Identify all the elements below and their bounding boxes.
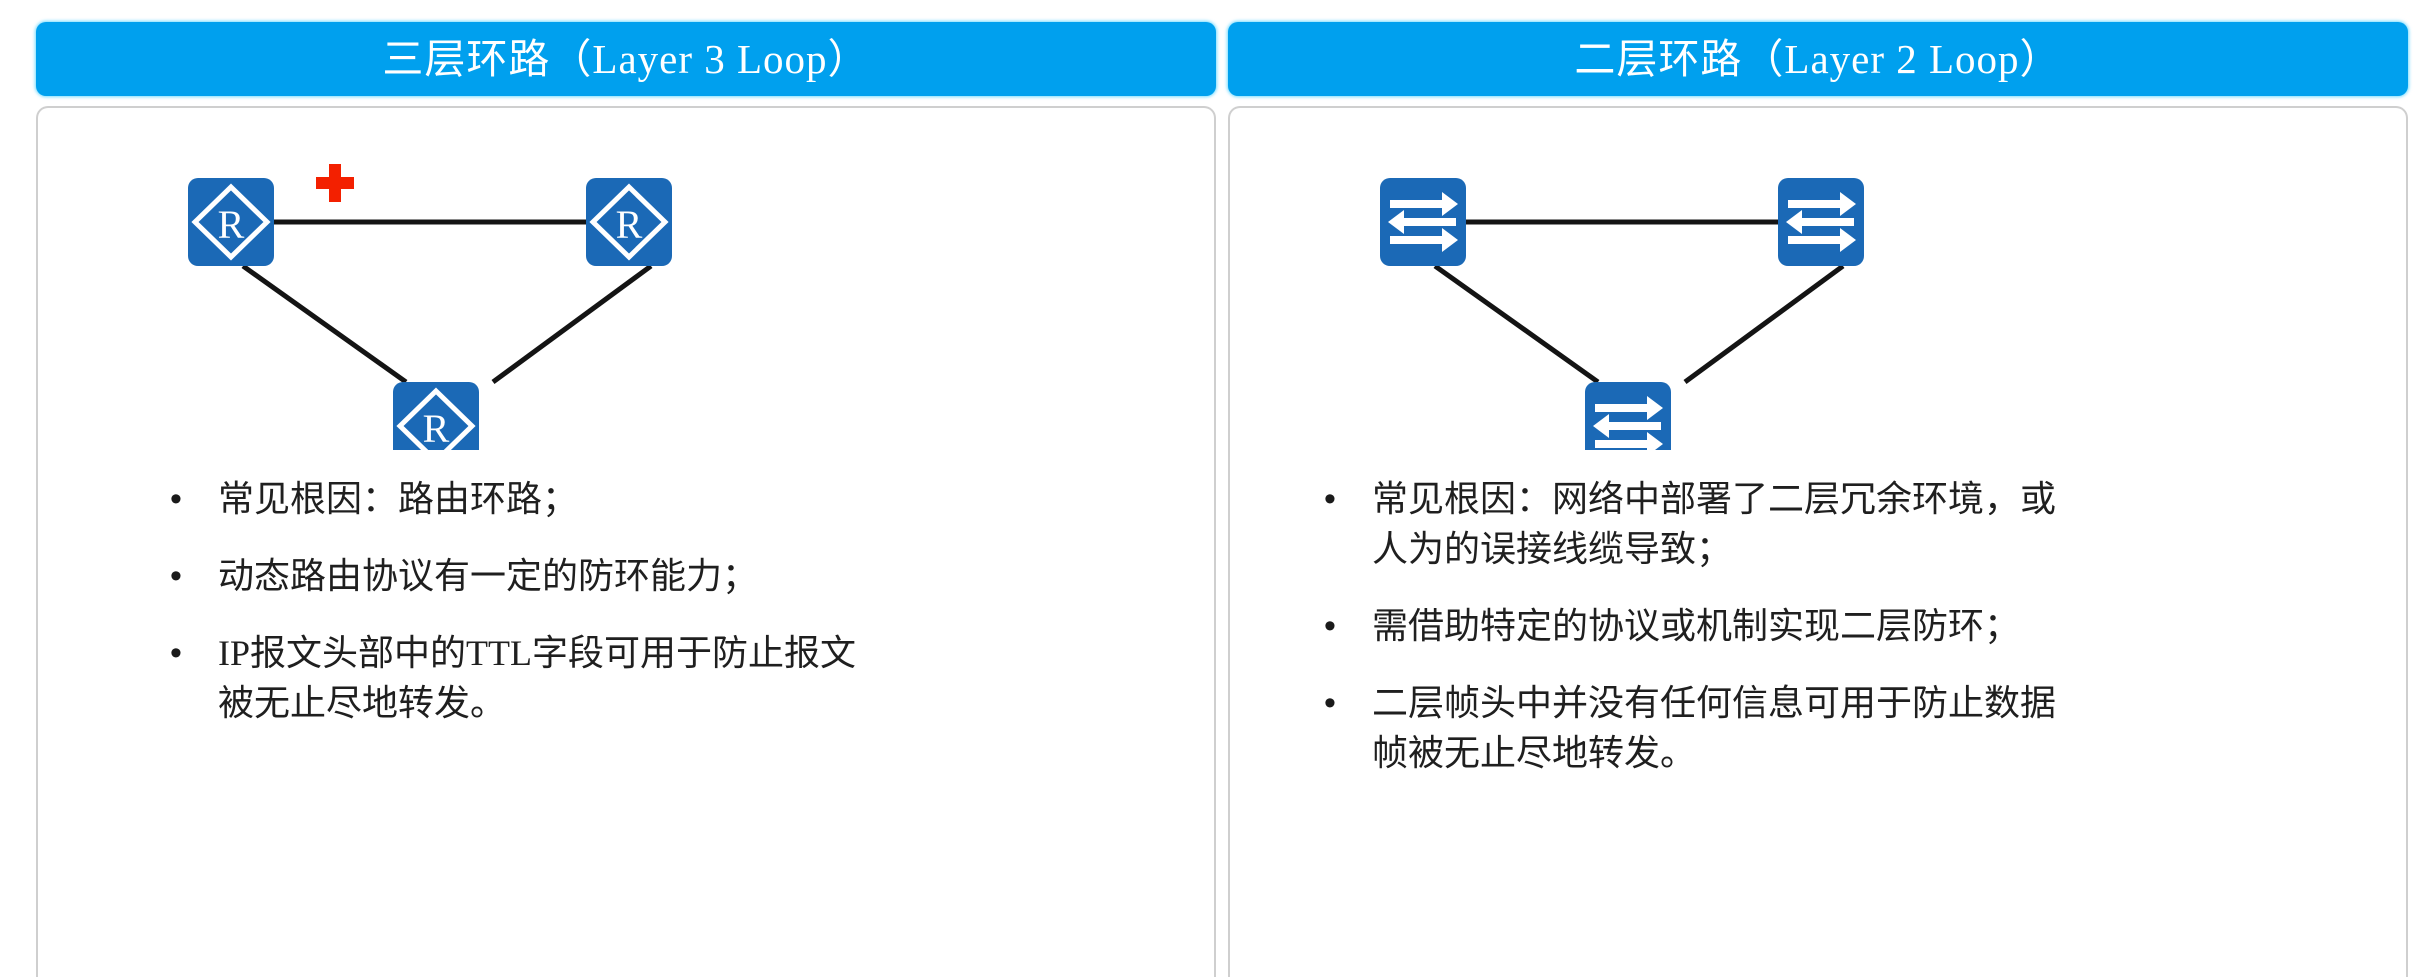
bullet-marker: • <box>170 634 182 672</box>
node-router-top-left <box>188 178 274 266</box>
panel-layer3-loop: 三层环路（Layer 3 Loop） R <box>36 0 1216 977</box>
bullet-list-layer2: • 常见根因：网络中部署了二层冗余环境，或人为的误接线缆导致； • 需借助特定的… <box>1230 474 2406 805</box>
node-switch-bottom <box>1585 382 1671 450</box>
bullet-text: IP报文头部中的TTL字段可用于防止报文被无止尽地转发。 <box>218 633 856 723</box>
bullet-list-layer3: • 常见根因：路由环路； • 动态路由协议有一定的防环能力； • IP报文头部中… <box>38 474 1214 755</box>
link-top-right-to-bottom <box>1683 263 1845 385</box>
panel-layer2-loop: 二层环路（Layer 2 Loop） <box>1228 0 2408 977</box>
panel-header-layer2: 二层环路（Layer 2 Loop） <box>1228 22 2408 96</box>
panel-title-layer3: 三层环路（Layer 3 Loop） <box>382 35 870 82</box>
bullet-marker: • <box>1324 607 1336 645</box>
bullet-marker: • <box>170 480 182 518</box>
node-switch-top-left <box>1380 178 1466 266</box>
link-top-left-to-bottom <box>1433 263 1600 385</box>
list-item: • IP报文头部中的TTL字段可用于防止报文被无止尽地转发。 <box>166 628 1144 728</box>
bullet-marker: • <box>1324 480 1336 518</box>
list-item: • 二层帧头中并没有任何信息可用于防止数据帧被无止尽地转发。 <box>1320 678 2356 778</box>
panel-body-layer3: R <box>36 106 1216 977</box>
list-item: • 需借助特定的协议或机制实现二层防环； <box>1320 601 2356 651</box>
link-top-left-to-bottom <box>241 263 408 385</box>
bullet-text: 动态路由协议有一定的防环能力； <box>218 556 759 596</box>
list-item: • 动态路由协议有一定的防环能力； <box>166 551 1144 601</box>
bullet-marker: • <box>170 557 182 595</box>
bullet-text: 常见根因：路由环路； <box>218 479 579 519</box>
node-switch-top-right <box>1778 178 1864 266</box>
bullet-text: 常见根因：网络中部署了二层冗余环境，或人为的误接线缆导致； <box>1372 479 2057 569</box>
list-item: • 常见根因：路由环路； <box>166 474 1144 524</box>
panel-header-layer3: 三层环路（Layer 3 Loop） <box>36 22 1216 96</box>
node-router-top-right <box>586 178 672 266</box>
layer3-loop-topology: R <box>38 120 1214 450</box>
red-cross-icon <box>316 164 354 202</box>
panel-body-layer2: • 常见根因：网络中部署了二层冗余环境，或人为的误接线缆导致； • 需借助特定的… <box>1228 106 2408 977</box>
bullet-text: 需借助特定的协议或机制实现二层防环； <box>1372 606 2021 646</box>
link-top-right-to-bottom <box>491 263 653 385</box>
bullet-text: 二层帧头中并没有任何信息可用于防止数据帧被无止尽地转发。 <box>1372 683 2057 773</box>
list-item: • 常见根因：网络中部署了二层冗余环境，或人为的误接线缆导致； <box>1320 474 2356 574</box>
panel-title-layer2: 二层环路（Layer 2 Loop） <box>1574 35 2062 82</box>
bullet-marker: • <box>1324 684 1336 722</box>
layer2-loop-topology <box>1230 120 2406 450</box>
node-router-bottom <box>393 382 479 450</box>
